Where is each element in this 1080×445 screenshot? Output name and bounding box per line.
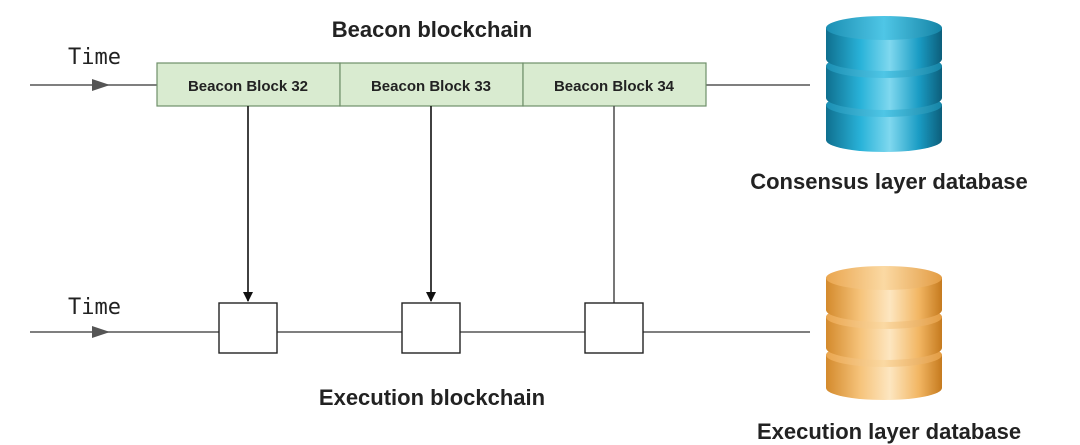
execution-database-label: Execution layer database	[757, 419, 1021, 444]
beacon-chain-title: Beacon blockchain	[332, 17, 533, 42]
execution-time-arrow-icon	[92, 326, 110, 338]
beacon-time-arrow-icon	[92, 79, 110, 91]
beacon-block-34-label: Beacon Block 34	[554, 78, 675, 95]
beacon-block-32: Beacon Block 32	[156, 62, 341, 107]
beacon-block-32-label: Beacon Block 32	[188, 78, 308, 95]
execution-block-1	[218, 302, 278, 354]
execution-block-2	[401, 302, 461, 354]
execution-block-3	[584, 302, 644, 354]
beacon-block-34-box	[522, 62, 707, 107]
beacon-time-label: Time	[68, 45, 121, 70]
beacon-block-33-box	[339, 62, 524, 107]
execution-database-icon	[826, 266, 942, 400]
beacon-block-32-box	[156, 62, 341, 107]
execution-chain-title: Execution blockchain	[319, 385, 545, 410]
execution-time-label: Time	[68, 295, 121, 320]
beacon-block-33-label: Beacon Block 33	[371, 78, 491, 95]
beacon-block-33: Beacon Block 33	[339, 62, 524, 107]
consensus-database-icon	[826, 16, 942, 152]
consensus-database-label: Consensus layer database	[750, 169, 1028, 194]
beacon-block-34: Beacon Block 34	[522, 62, 707, 107]
